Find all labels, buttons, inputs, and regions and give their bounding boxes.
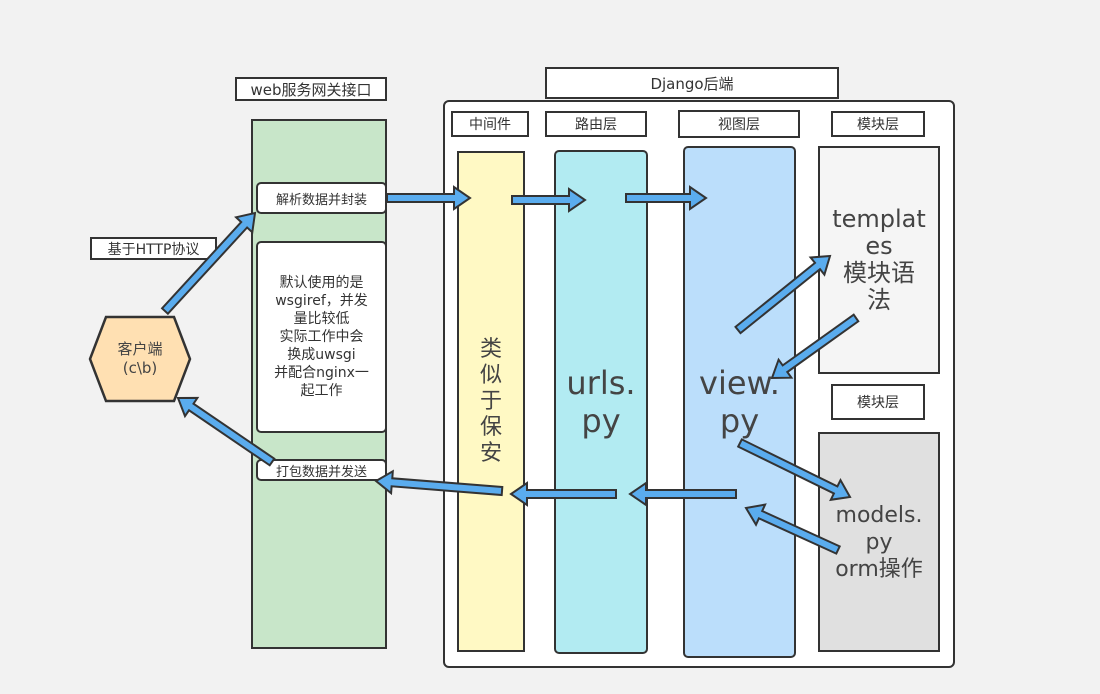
middleware-char: 安	[479, 440, 502, 466]
views-column: view. py	[683, 146, 796, 658]
gateway-note: 默认使用的是 wsgiref，并发 量比较低 实际工作中会 换成uwsgi 并配…	[256, 241, 387, 433]
models-line: py	[865, 529, 893, 555]
templates-line: 模块语	[843, 259, 915, 287]
middleware-column: 类 似 于 保 安	[457, 151, 525, 652]
views-line: py	[719, 402, 760, 440]
http-protocol-label: 基于HTTP协议	[90, 237, 217, 260]
note-line: 实际工作中会	[279, 329, 364, 345]
middleware-char: 类	[479, 336, 502, 362]
middleware-char: 似	[479, 362, 502, 388]
routing-line: py	[581, 402, 621, 440]
client-name: 客户端	[117, 340, 163, 358]
gateway-title: web服务网关接口	[235, 77, 387, 101]
middleware-header: 中间件	[451, 111, 529, 137]
note-line: 起工作	[300, 383, 343, 399]
views-line: view.	[699, 364, 780, 402]
templates-line: es	[865, 232, 893, 260]
note-line: wsgiref，并发	[275, 293, 368, 309]
parse-data-box: 解析数据并封装	[256, 182, 387, 214]
django-title: Django后端	[545, 67, 839, 99]
client-sub: (c\b)	[122, 359, 158, 377]
middleware-char: 保	[479, 414, 502, 440]
routing-header: 路由层	[545, 111, 647, 137]
models-column: models. py orm操作	[818, 432, 940, 652]
routing-line: urls.	[566, 364, 636, 402]
note-line: 换成uwsgi	[287, 347, 356, 363]
note-line: 默认使用的是	[279, 275, 364, 291]
note-line: 量比较低	[293, 311, 350, 327]
models-header: 模块层	[831, 384, 925, 420]
pack-data-box: 打包数据并发送	[256, 459, 387, 481]
templates-line: templat	[832, 205, 926, 233]
routing-column: urls. py	[554, 150, 648, 654]
models-line: orm操作	[835, 556, 923, 582]
client-hexagon	[88, 315, 192, 403]
client-label: 客户端 (c\b)	[88, 315, 192, 403]
arrow-client-to-gateway	[160, 211, 257, 316]
templates-header: 模块层	[831, 111, 925, 137]
templates-line: 法	[867, 286, 891, 314]
views-header: 视图层	[678, 110, 800, 138]
note-line: 并配合nginx一	[274, 365, 369, 381]
models-line: models.	[835, 502, 923, 528]
templates-column: templat es 模块语 法	[818, 146, 940, 374]
middleware-char: 于	[479, 388, 502, 414]
